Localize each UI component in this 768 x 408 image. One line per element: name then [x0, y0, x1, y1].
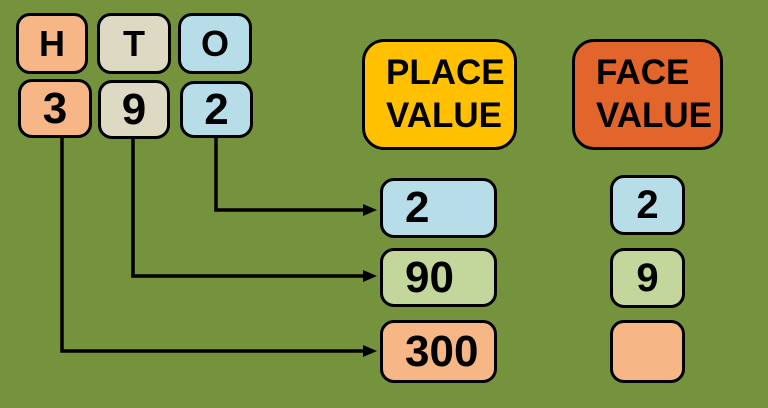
column-letter-tens: T [97, 13, 171, 74]
digit-hundreds: 3 [18, 79, 92, 138]
digit-tens: 9 [98, 80, 170, 139]
place-value-header: PLACE VALUE [362, 39, 517, 150]
face-value-header-line2: VALUE [596, 95, 713, 135]
place-value-header-line2: VALUE [386, 95, 503, 135]
column-letter-hundreds: H [16, 13, 88, 74]
face-value-header: FACE VALUE [572, 39, 723, 150]
face-value-ones: 2 [610, 175, 685, 235]
face-value-tens: 9 [610, 248, 685, 308]
arrow-hundreds-to-place-value [60, 135, 377, 357]
digit-ones: 2 [180, 81, 253, 138]
face-value-hundreds-empty [610, 320, 685, 383]
place-value-tens: 90 [380, 248, 497, 307]
place-value-ones: 2 [380, 178, 497, 238]
place-value-hundreds: 300 [380, 320, 497, 383]
arrow-tens-to-place-value [131, 136, 377, 282]
arrow-ones-to-place-value [214, 135, 377, 216]
place-value-header-line1: PLACE [386, 52, 505, 92]
column-letter-ones: O [178, 13, 252, 74]
face-value-header-line1: FACE [596, 52, 690, 92]
